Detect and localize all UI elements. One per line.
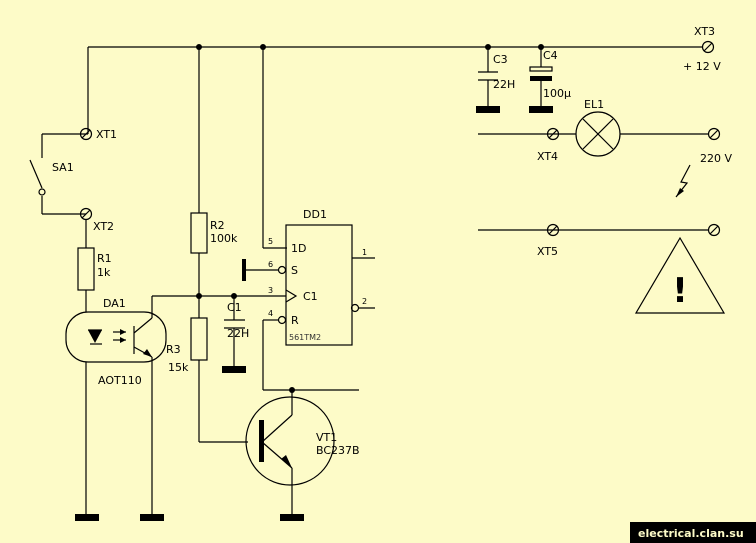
pin-4: 4	[268, 309, 273, 318]
c3-value: 22H	[493, 78, 515, 91]
r2-label: R2	[210, 219, 225, 232]
c1-label: C1	[227, 301, 242, 314]
r3-label: R3	[166, 343, 181, 356]
watermark: electrical.clan.su	[638, 527, 744, 540]
dd1-type: 561TM2	[289, 333, 321, 342]
pin-6: 6	[268, 260, 273, 269]
r1-value: 1k	[97, 266, 111, 279]
el1-label: EL1	[584, 98, 604, 111]
da1-label: DA1	[103, 297, 126, 310]
pin-2: 2	[362, 297, 367, 306]
xt5-label: XT5	[537, 245, 558, 258]
pin-1: 1	[362, 248, 367, 257]
xt4-label: XT4	[537, 150, 558, 163]
dd1-pin-r: R	[291, 314, 299, 327]
supply-12v-label: + 12 V	[683, 60, 721, 73]
da1-type: AOT110	[98, 374, 142, 387]
pin-5: 5	[268, 237, 273, 246]
vt1-label: VT1	[316, 431, 337, 444]
mains-220v-label: 220 V	[700, 152, 732, 165]
xt2-label: XT2	[93, 220, 114, 233]
dd1-label: DD1	[303, 208, 327, 221]
dd1-pin-c1: C1	[303, 290, 318, 303]
dd1-pin-1d: 1D	[291, 242, 306, 255]
xt3-label: XT3	[694, 25, 715, 38]
c4-value: 100µ	[543, 87, 571, 100]
pin-3: 3	[268, 286, 273, 295]
c3-label: C3	[493, 53, 508, 66]
xt1-label: XT1	[96, 128, 117, 141]
vt1-type: BC237B	[316, 444, 360, 457]
dd1-pin-s: S	[291, 264, 298, 277]
sa1-label: SA1	[52, 161, 74, 174]
warning-mark: !	[672, 271, 688, 311]
c4-label: C4	[543, 49, 558, 62]
c1-value: 22H	[227, 327, 249, 340]
r2-value: 100k	[210, 232, 238, 245]
r1-label: R1	[97, 252, 112, 265]
r3-value: 15k	[168, 361, 189, 374]
